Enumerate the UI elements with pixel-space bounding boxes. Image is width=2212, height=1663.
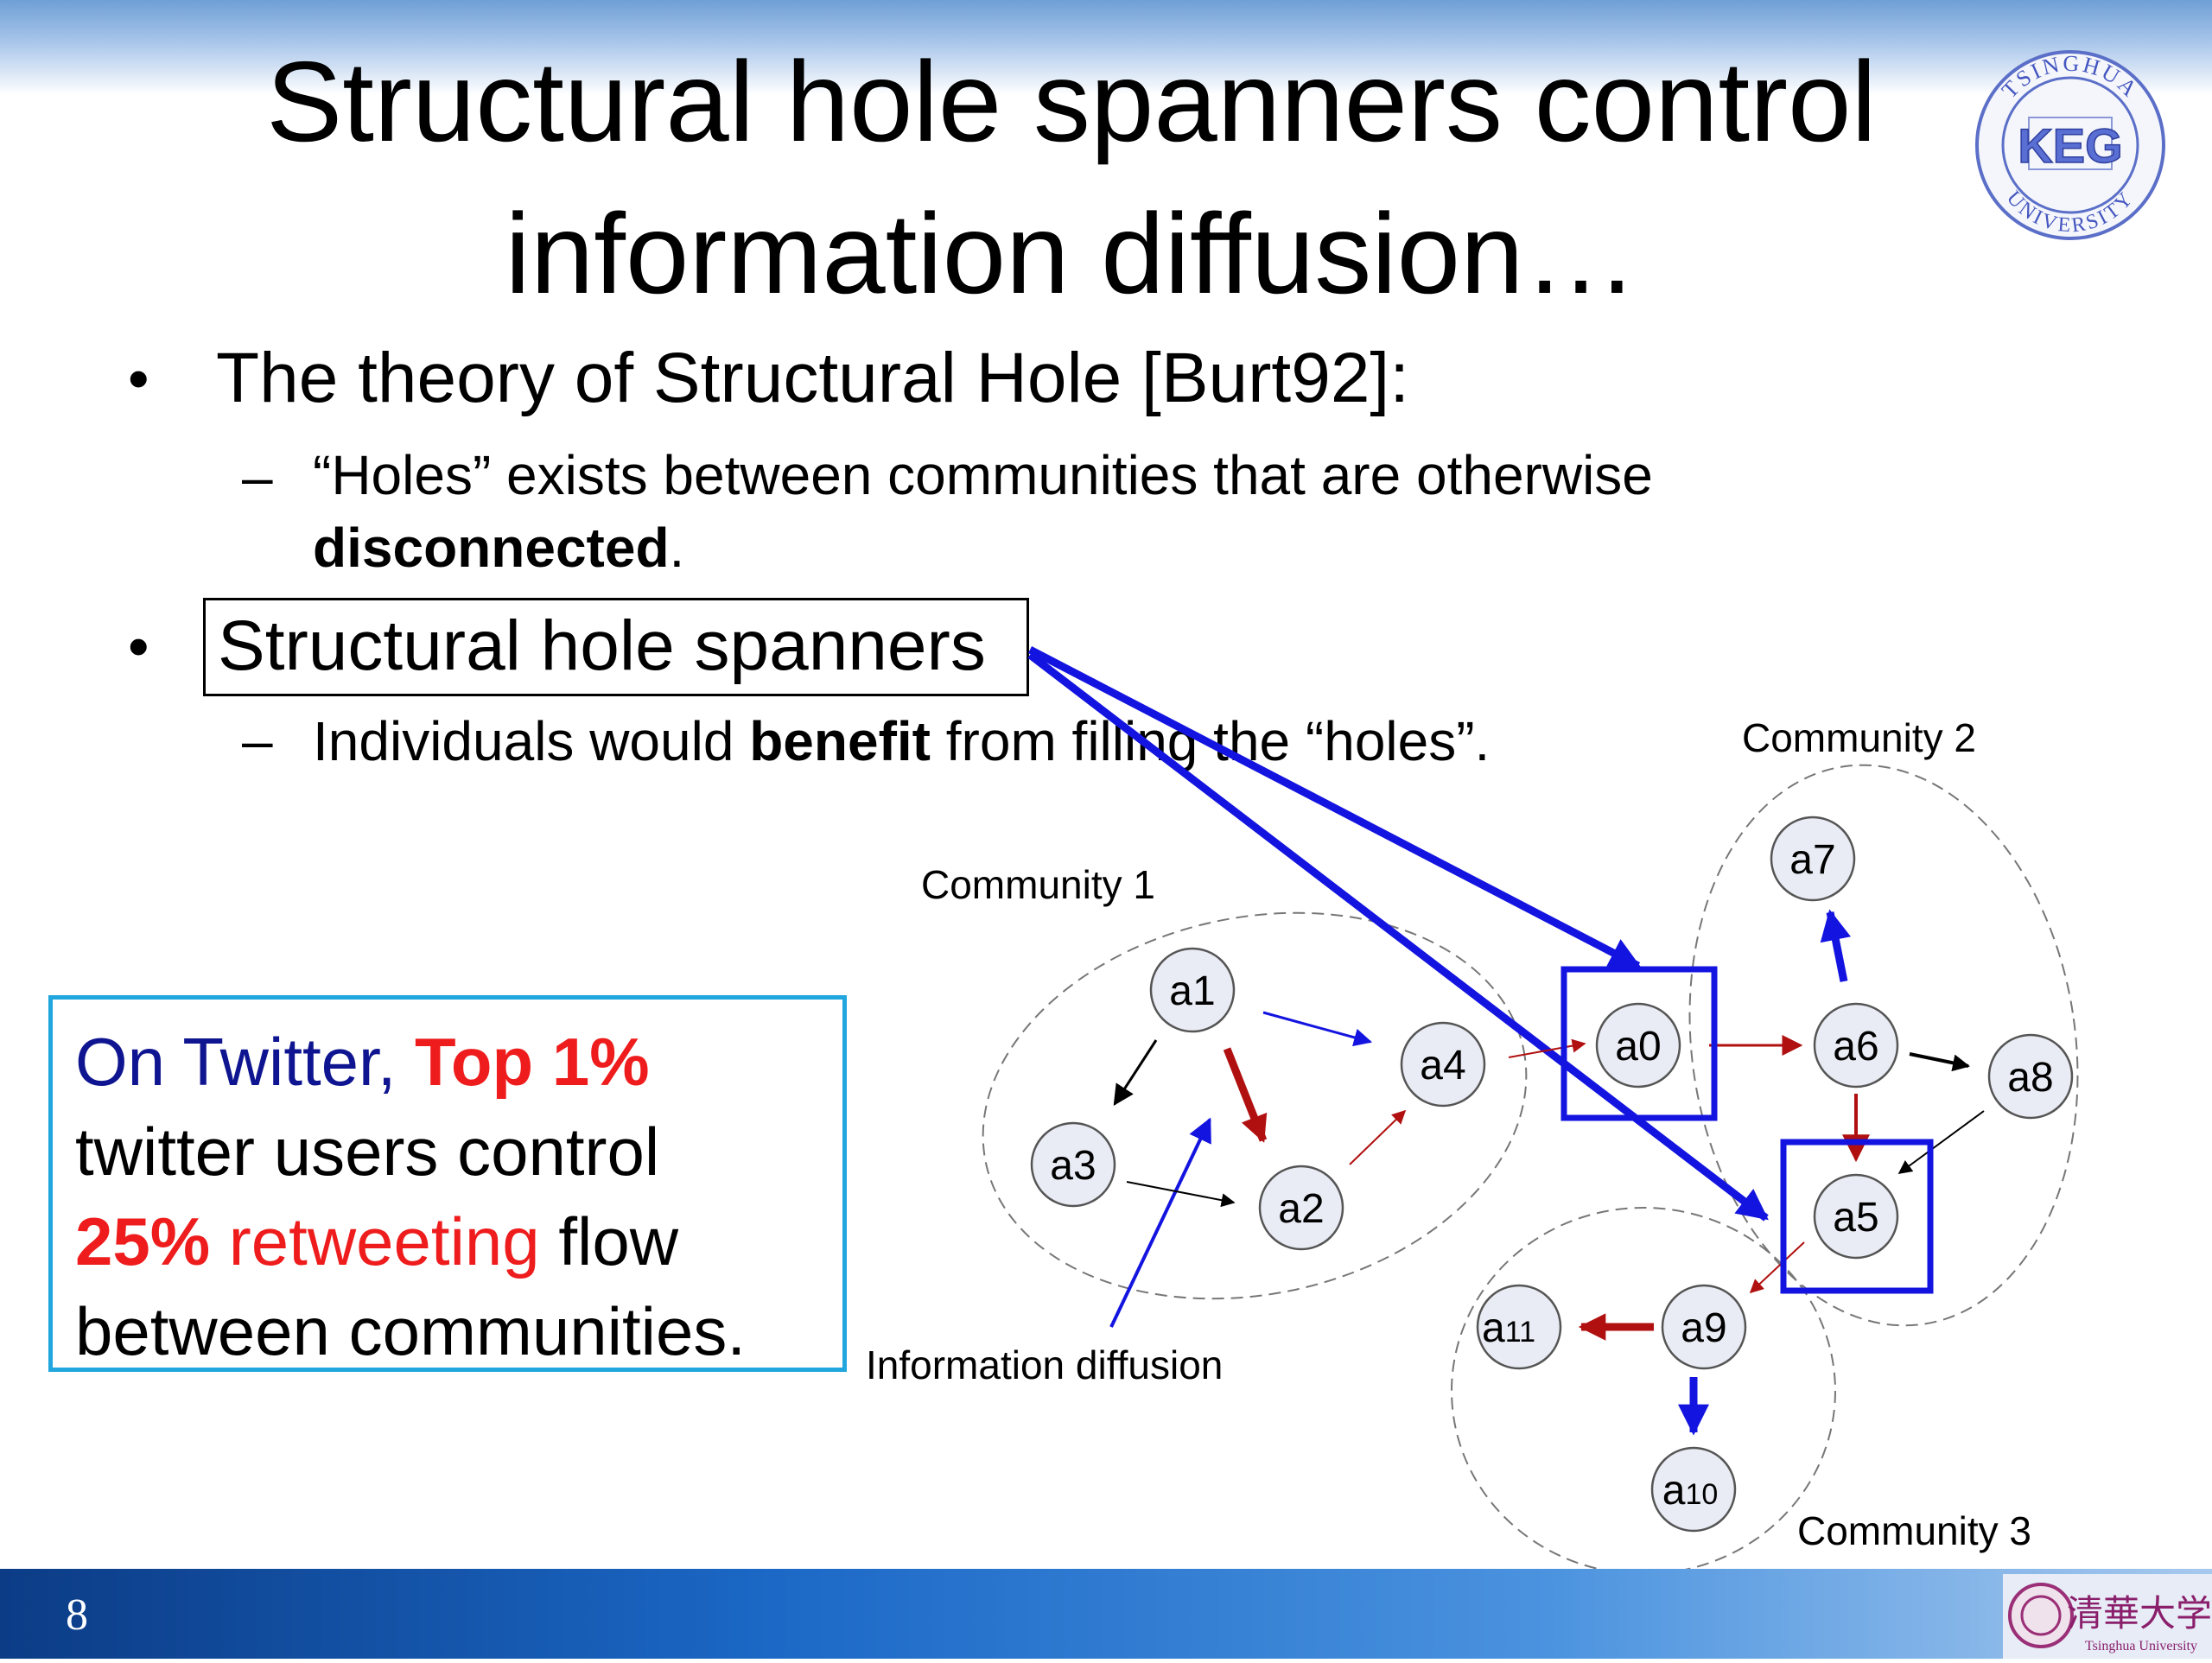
title-line-1: Structural hole spanners control [266, 38, 1877, 165]
edge-a1-a3 [1113, 1039, 1158, 1107]
pointer-arrow-to-a0 [1027, 646, 1642, 969]
node-a4: a4 [1400, 1021, 1486, 1108]
footer-bar [0, 1569, 2212, 1659]
node-a9: a9 [1661, 1284, 1747, 1370]
benefit-pre-text: Individuals would [313, 710, 750, 772]
tsinghua-logo: 清華大学 Tsinghua University [2003, 1574, 2212, 1659]
node-a5: a5 [1813, 1173, 1899, 1260]
node-a11: a11 [1476, 1284, 1562, 1370]
tsinghua-seal-icon: 清華大学 Tsinghua University [2008, 1583, 2212, 1653]
svg-text:a5: a5 [1833, 1195, 1878, 1241]
svg-text:a0: a0 [1615, 1024, 1661, 1070]
tsinghua-name: 清華大学 [2067, 1592, 2212, 1634]
svg-text:a1: a1 [1169, 968, 1215, 1014]
node-a1: a1 [1149, 947, 1236, 1033]
edge-a6-a8 [1909, 1052, 1970, 1072]
benefit-bold-text: benefit [749, 710, 931, 772]
edge-a5-a9 [1749, 1241, 1805, 1294]
callout-line-1: On Twitter, Top 1% [75, 1017, 842, 1107]
callout-line-4: between communities. [75, 1293, 747, 1369]
svg-text:a7: a7 [1789, 837, 1835, 883]
callout-line-3: 25% retweeting flow [75, 1196, 842, 1286]
keg-text: KEG [2018, 118, 2122, 173]
spanner-box-a0 [1560, 966, 1718, 1121]
callout-line-2: twitter users control [75, 1114, 660, 1190]
svg-text:a6: a6 [1833, 1024, 1878, 1070]
structural-hole-spanners-box: Structural hole spanners [203, 598, 1029, 696]
community-1-boundary [982, 911, 1528, 1300]
community-2-label: Community 2 [1742, 715, 1976, 760]
slide-title: Structural hole spanners control informa… [138, 26, 2005, 330]
node-a6: a6 [1813, 1002, 1899, 1089]
callout-retweeting: retweeting [210, 1203, 540, 1279]
callout-flow: flow [539, 1203, 679, 1279]
node-a3: a3 [1030, 1121, 1116, 1208]
callout-25pct: 25% [75, 1203, 211, 1279]
svg-text:a9: a9 [1681, 1305, 1726, 1351]
callout-on-twitter: On Twitter, [75, 1024, 416, 1100]
svg-text:a4: a4 [1420, 1043, 1465, 1089]
sub-bullet-holes-text: “Holes” exists between communities that … [313, 444, 1653, 506]
node-a10: a10 [1650, 1446, 1737, 1533]
twitter-callout-box: On Twitter, Top 1% twitter users control… [48, 995, 847, 1372]
node-a7: a7 [1770, 816, 1856, 902]
title-gradient-band [0, 0, 2212, 95]
edge-a2-a4 [1349, 1109, 1407, 1165]
edge-a1-a2 [1223, 1047, 1268, 1143]
edge-a6-a7 [1820, 909, 1852, 982]
benefit-post-text: from filling the “holes”. [945, 710, 1491, 772]
callout-top-1: Top 1% [415, 1024, 650, 1100]
community-2-boundary [1688, 764, 2079, 1327]
sub-bullet-holes: “Holes” exists between communities that … [313, 439, 1868, 584]
node-a0: a0 [1595, 1002, 1681, 1089]
period-text: . [669, 517, 685, 579]
edge-a4-a0 [1508, 1038, 1586, 1058]
svg-text:a11: a11 [1482, 1305, 1535, 1351]
edge-a8-a5 [1897, 1110, 1985, 1174]
information-diffusion-label: Information diffusion [866, 1342, 1223, 1387]
page-number: 8 [66, 1590, 88, 1640]
svg-text:a8: a8 [2007, 1055, 2053, 1101]
bullet-marker-1: • [128, 345, 149, 412]
bullet-marker-2: • [128, 613, 149, 680]
node-a8: a8 [1987, 1033, 2074, 1120]
edge-a1-a4 [1262, 1011, 1373, 1047]
edge-a3-a2 [1126, 1181, 1236, 1208]
disconnected-text: disconnected [313, 517, 670, 579]
diffusion-pointer-arrow [1109, 1117, 1211, 1328]
keg-logo: TSINGHUA UNIVERSITY KEG [1975, 50, 2165, 240]
community-3-label: Community 3 [1797, 1508, 2031, 1553]
sub-bullet-benefit: Individuals would benefit from filling t… [313, 707, 1490, 776]
tsinghua-subtitle: Tsinghua University [2085, 1639, 2197, 1653]
node-a2: a2 [1258, 1165, 1344, 1251]
svg-text:a3: a3 [1050, 1143, 1096, 1189]
svg-text:a2: a2 [1278, 1186, 1324, 1232]
svg-text:a10: a10 [1662, 1468, 1719, 1514]
community-1-label: Community 1 [921, 862, 1155, 907]
pointer-arrow-to-a5 [1027, 651, 1769, 1222]
sub-bullet-marker-1: – [242, 446, 273, 508]
title-line-2: information diffusion… [505, 190, 1638, 317]
sub-bullet-marker-2: – [242, 709, 273, 771]
bullet-structural-hole-theory: The theory of Structural Hole [Burt92]: [216, 339, 1409, 417]
spanner-box-a5 [1780, 1139, 1934, 1294]
